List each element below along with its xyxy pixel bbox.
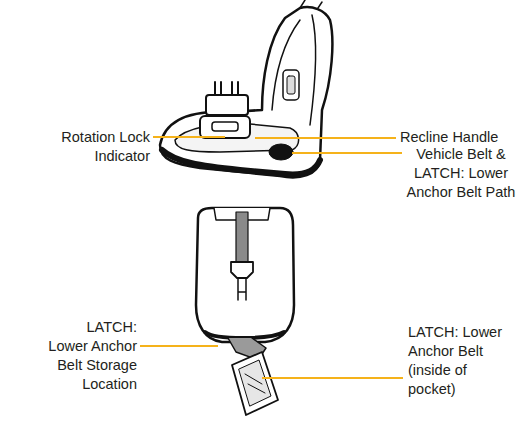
leader-line [140,345,218,347]
part-label: Recline Handle [400,128,520,147]
leader-line [153,136,225,138]
seat-base-bottom [196,208,294,415]
leader-lines [140,137,403,378]
leader-line [255,137,396,139]
seat-base-top [160,0,332,177]
part-label: LATCH: Lower Anchor Belt Storage Locatio… [44,318,137,394]
part-label: Rotation Lock Indicator [50,128,150,166]
leader-line [262,377,403,379]
part-label: Vehicle Belt & LATCH: Lower Anchor Belt … [406,145,516,202]
part-label: LATCH: Lower Anchor Belt (inside of pock… [408,323,508,399]
leader-line [292,152,402,154]
